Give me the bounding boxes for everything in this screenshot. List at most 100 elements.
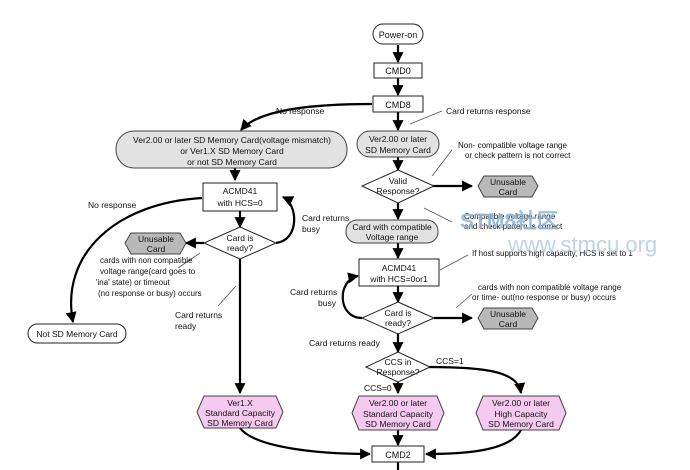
card-ready-left-line2: ready? — [227, 243, 253, 253]
card-compatible-line1: Card with compatible — [352, 222, 432, 232]
edge-ver1x-cmd2 — [239, 427, 372, 460]
edge-readyright-busy — [341, 272, 363, 320]
ver2-right-line1: Ver2.00 or later — [369, 134, 427, 144]
unusable-left-line1: Unusable — [138, 234, 174, 244]
ver2-std-line1: Ver2.00 or later — [369, 398, 427, 408]
node-acmd41-right: ACMD41 with HCS=0or1 — [358, 258, 440, 287]
node-ver2-right: Ver2.00 or later SD Memory Card — [356, 130, 440, 158]
leaders — [177, 110, 473, 309]
card-ready-left-line1: Card is — [227, 233, 254, 243]
node-unusable-left: Unusable Card — [124, 232, 187, 255]
label-no-response-cmd8: No response — [276, 106, 324, 116]
label-card-returns-ready-left-line2: ready — [175, 321, 197, 331]
ver2-right-line2: SD Memory Card — [365, 145, 431, 155]
node-ver2-mismatch: Ver2.00 or later SD Memory Card(voltage … — [115, 130, 348, 169]
node-ver2-std: Ver2.00 or later Standard Capacity SD Me… — [351, 395, 445, 431]
label-non-compatible-line2: or check pattern is not correct — [465, 151, 571, 160]
unusable-top-line1: Unusable — [490, 177, 526, 187]
ver2-high-line2: High Capacity — [495, 409, 549, 419]
power-on-label: Power-on — [379, 30, 418, 40]
cmd2-label: CMD2 — [385, 450, 411, 460]
unusable-left-line2: Card — [147, 244, 166, 254]
watermark-line2: www.stmcu.org — [507, 232, 657, 257]
leader-non-compatible — [431, 149, 453, 177]
acmd41-left-line2: with HCS=0 — [216, 198, 262, 208]
label-hcs-note: If host supports high capacity, HCS is s… — [472, 249, 633, 258]
label-non-compatible-right-line2: or time- out(no response or busy) occurs — [472, 293, 616, 302]
unusable-right-line2: Card — [499, 319, 518, 329]
valid-response-line2: Response? — [376, 186, 419, 196]
label-card-returns-response: Card returns response — [446, 106, 531, 116]
acmd41-left-line1: ACMD41 — [223, 186, 258, 196]
card-compatible-line2: Voltage range — [366, 232, 419, 242]
node-ver2-high: Ver2.00 or later High Capacity SD Memory… — [475, 395, 567, 431]
ccs-response-line1: CCS in — [385, 357, 412, 367]
annotations: No response Card returns response Non- c… — [88, 106, 633, 393]
ver2-std-line2: Standard Capacity — [363, 409, 434, 419]
node-card-compatible: Card with compatible Voltage range — [345, 219, 439, 244]
ver2-mismatch-line3: or not SD Memory Card — [187, 157, 277, 167]
ver2-mismatch-line2: or Ver1.X SD Memory Card — [180, 146, 284, 156]
label-non-compatible-right-line1: cards with non compatible voltage range — [478, 283, 622, 292]
label-no-response-left: No response — [88, 200, 136, 210]
node-unusable-right: Unusable Card — [477, 307, 539, 330]
leader-non-compatible-left — [177, 252, 201, 269]
ver1x-line3: SD Memory Card — [207, 418, 273, 428]
not-sd-label: Not SD Memory Card — [36, 329, 118, 339]
label-card-returns-busy-left-line1: Card returns — [302, 213, 349, 223]
edge-ccs-ver2high — [427, 365, 526, 395]
valid-response-line1: Valid — [389, 176, 408, 186]
card-ready-right-line1: Card is — [385, 308, 412, 318]
ccs-response-line2: Response? — [376, 367, 419, 377]
edge-cmd8-noresponse — [240, 102, 373, 131]
acmd41-right-line2: with HCS=0or1 — [369, 274, 428, 284]
leader-card-returns-ready-left — [217, 285, 237, 307]
node-ccs-response: CCS in Response? — [364, 351, 432, 383]
edge-ver2high-cmd2 — [424, 429, 522, 460]
ver1x-line2: Standard Capacity — [205, 408, 276, 418]
ver2-std-line3: SD Memory Card — [365, 419, 431, 429]
watermark-line1: STM8社区 — [460, 209, 558, 233]
node-not-sd: Not SD Memory Card — [27, 323, 127, 344]
unusable-top-line2: Card — [499, 187, 518, 197]
edges — [65, 45, 526, 470]
label-non-compatible-left-line1: cards with non compatible — [100, 256, 193, 265]
label-ccs0: CCS=0 — [364, 383, 392, 393]
cmd8-label: CMD8 — [385, 100, 411, 110]
leader-card-returns-response — [409, 110, 443, 125]
leader-non-compatible-right — [455, 293, 473, 309]
label-non-compatible-left-line3: 'ina' state) or timeout — [96, 278, 171, 287]
leader-compatible-range — [423, 207, 453, 223]
edge-readyleft-busy — [275, 196, 296, 245]
label-non-compatible-left-line2: voltage range(card goes to — [100, 267, 196, 276]
node-card-ready-left: Card is ready? — [202, 226, 278, 260]
ver2-mismatch-line1: Ver2.00 or later SD Memory Card(voltage … — [133, 135, 331, 145]
label-non-compatible-line1: Non- compatible voltage range — [458, 141, 568, 150]
label-non-compatible-left-line4: (no response or busy) occurs — [98, 289, 202, 298]
watermark: STM8社区 www.stmcu.org — [460, 209, 657, 257]
node-power-on: Power-on — [372, 23, 424, 45]
label-compatible-range-line1: Compatible voltage range — [464, 212, 556, 221]
ver1x-line1: Ver1.X — [227, 398, 253, 408]
card-ready-right-line2: ready? — [385, 318, 411, 328]
node-acmd41-left: ACMD41 with HCS=0 — [202, 182, 278, 212]
unusable-right-line1: Unusable — [490, 309, 526, 319]
leader-hcs-note — [439, 254, 469, 271]
node-ver1x: Ver1.X Standard Capacity SD Memory Card — [196, 395, 284, 429]
node-valid-response: Valid Response? — [360, 169, 436, 204]
label-card-returns-busy-right-line2: busy — [318, 298, 337, 308]
label-ccs1: CCS=1 — [436, 356, 464, 366]
edge-acmd41left-notsd — [65, 196, 203, 324]
cmd0-label: CMD0 — [385, 66, 411, 76]
ver2-high-line1: Ver2.00 or later — [492, 398, 550, 408]
node-unusable-top: Unusable Card — [477, 175, 539, 198]
label-card-returns-busy-right-line1: Card returns — [290, 287, 337, 297]
ver2-high-line3: SD Memory Card — [488, 419, 554, 429]
node-cmd8: CMD8 — [372, 95, 424, 113]
node-card-ready-right: Card is ready? — [360, 301, 436, 335]
node-cmd0: CMD0 — [373, 62, 423, 79]
label-card-returns-ready-left-line1: Card returns — [175, 310, 222, 320]
label-compatible-range-line2: and check pattern is correct — [464, 222, 563, 231]
label-card-returns-busy-left-line2: busy — [302, 224, 321, 234]
